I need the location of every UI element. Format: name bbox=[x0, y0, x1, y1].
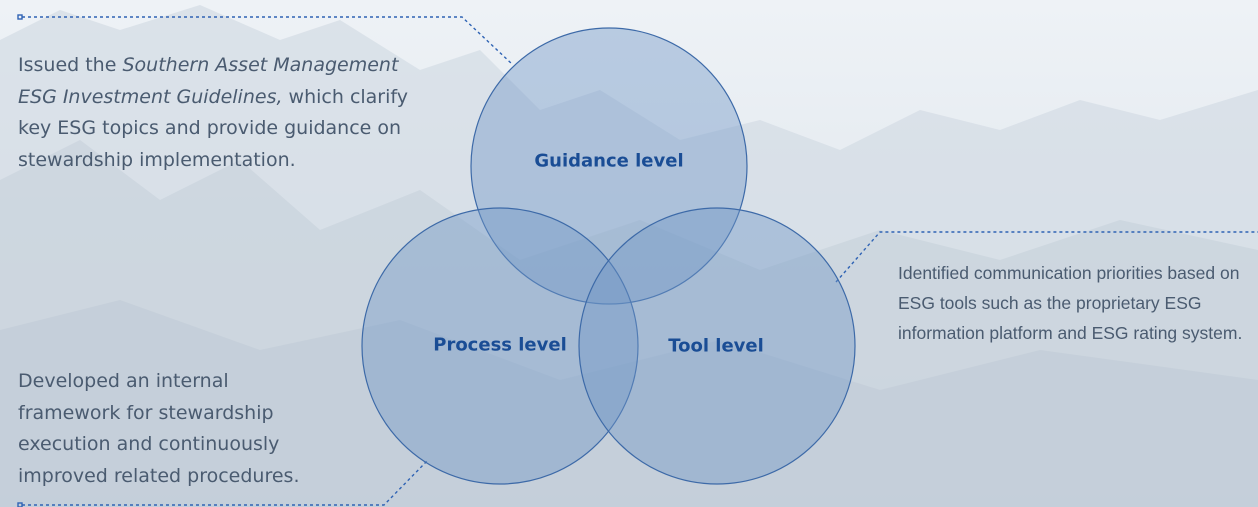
connector-guidance bbox=[17, 14, 513, 65]
guidance-note-suffix: which clarify key ESG topics and provide… bbox=[18, 85, 409, 171]
tool-level-label: Tool level bbox=[668, 335, 764, 357]
guidance-level-label: Guidance level bbox=[534, 150, 684, 172]
tool-level-note: Identified communication priorities base… bbox=[898, 263, 1243, 343]
connector-process bbox=[17, 459, 429, 507]
circle-tool bbox=[578, 207, 856, 485]
circle-guidance bbox=[470, 27, 748, 305]
circle-process bbox=[361, 207, 639, 485]
guidance-level-note: Issued the Southern Asset Management ESG… bbox=[18, 50, 438, 176]
process-level-note: Developed an internal framework for stew… bbox=[18, 370, 300, 487]
guidance-note-prefix: Issued the bbox=[18, 54, 123, 76]
process-level-label: Process level bbox=[433, 334, 567, 356]
connector-tool bbox=[835, 231, 1258, 283]
guidelines-title: Southern Asset Management ESG Investment… bbox=[18, 54, 399, 108]
